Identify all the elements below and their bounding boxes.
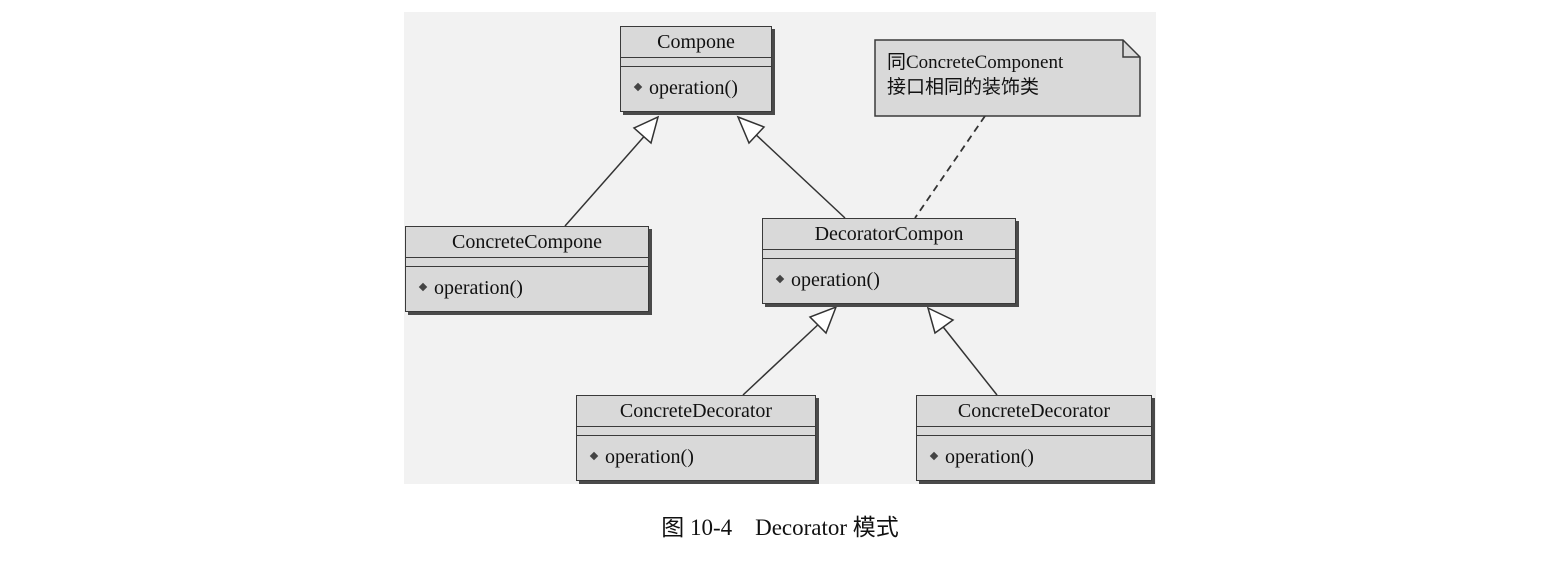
class-name: ConcreteDecorator (917, 396, 1151, 427)
operation-label: operation() (605, 446, 694, 468)
operation-label: operation() (434, 277, 523, 299)
operation-label: operation() (945, 446, 1034, 468)
operation-diamond-icon (633, 83, 643, 92)
class-operations: operation() (577, 436, 815, 480)
inheritance-arrowhead (736, 115, 766, 145)
class-operations: operation() (406, 267, 648, 311)
class-operations: operation() (621, 67, 771, 111)
note-line-2: 接口相同的装饰类 (887, 77, 1040, 98)
class-operations: operation() (763, 259, 1015, 303)
class-attributes (621, 58, 771, 67)
class-decorator: DecoratorCompon operation() (762, 218, 1016, 304)
operation-label: operation() (649, 77, 738, 99)
note-fold (1122, 40, 1140, 58)
class-concrete-component: ConcreteCompone operation() (405, 226, 649, 312)
inheritance-line-concrete-component (564, 131, 649, 227)
class-attributes (917, 427, 1151, 436)
operation-diamond-icon (929, 452, 939, 461)
class-component: Compone operation() (620, 26, 772, 112)
class-name: ConcreteCompone (406, 227, 648, 258)
class-operations: operation() (917, 436, 1151, 480)
note-text: 同ConcreteComponent 接口相同的装饰类 (887, 50, 1063, 100)
note-anchor-line (914, 115, 986, 219)
figure-caption: 图 10-4 Decorator 模式 (661, 515, 899, 540)
inheritance-line-concrete-decorator-a (742, 320, 823, 396)
operation-diamond-icon (418, 283, 428, 292)
inheritance-line-concrete-decorator-b (939, 322, 998, 396)
note-line-1: 同ConcreteComponent (887, 52, 1064, 73)
class-attributes (406, 258, 648, 267)
operation-diamond-icon (589, 452, 599, 461)
inheritance-arrowhead (632, 115, 660, 145)
note: 同ConcreteComponent 接口相同的装饰类 (875, 40, 1140, 116)
inheritance-line-decorator (751, 130, 846, 219)
class-concrete-decorator-a: ConcreteDecorator operation() (576, 395, 816, 481)
class-name: Compone (621, 27, 771, 58)
operation-label: operation() (791, 269, 880, 291)
inheritance-arrowhead (808, 305, 838, 335)
class-attributes (577, 427, 815, 436)
operation-diamond-icon (775, 275, 785, 284)
class-name: ConcreteDecorator (577, 396, 815, 427)
class-concrete-decorator-b: ConcreteDecorator operation() (916, 395, 1152, 481)
class-attributes (763, 250, 1015, 259)
note-shape (874, 39, 1141, 117)
class-name: DecoratorCompon (763, 219, 1015, 250)
inheritance-arrowhead (926, 306, 955, 335)
